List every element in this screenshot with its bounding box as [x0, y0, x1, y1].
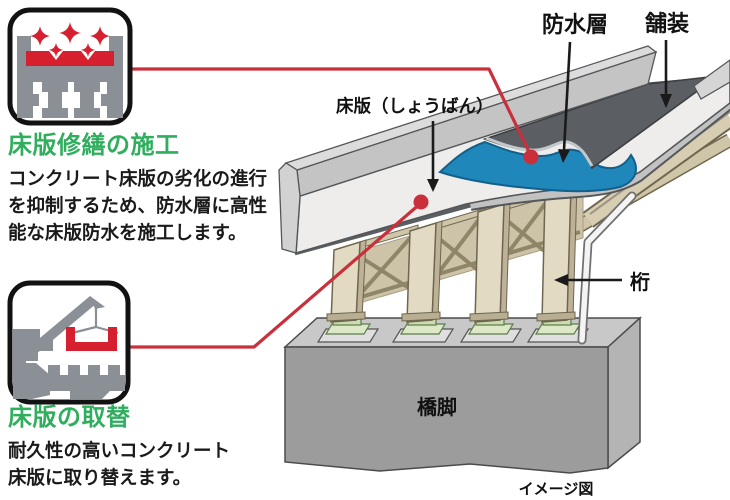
deck-label: 床版（しょうばん）: [336, 96, 494, 117]
replace-line-1: 耐久性の高いコンクリート: [8, 441, 231, 462]
pier: [283, 316, 642, 474]
replace-heading: 床版の取替: [8, 403, 131, 431]
far-girder-bands: [558, 110, 730, 243]
replace-panel: 床版の取替 耐久性の高いコンクリート 床版に取り替えます。: [8, 403, 308, 492]
repair-panel: 床版修繕の施工 コンクリート床版の劣化の進行 を抑制するため、防水層に高性 能な…: [8, 131, 308, 247]
pavement-edge: [485, 136, 594, 167]
crane-deck-replacement-icon: [7, 280, 131, 405]
red-connectors: [128, 67, 539, 349]
repair-line-1: コンクリート床版の劣化の進行: [8, 169, 268, 190]
waterproof-arrow: [562, 41, 572, 151]
pier-label: 橋脚: [417, 395, 457, 419]
image-caption: イメージ図: [519, 480, 594, 498]
right-parapet: [693, 59, 730, 100]
cross-bracing: [341, 184, 584, 309]
replace-connector-line: [128, 201, 423, 349]
replace-line-2: 床版に取り替えます。: [8, 468, 192, 489]
drain-pipe: [577, 191, 637, 345]
repair-line-3: 能な床版防水を施工します。: [8, 223, 247, 244]
repair-line-2: を抑制するため、防水層に高性: [8, 196, 268, 217]
repair-description: コンクリート床版の劣化の進行 を抑制するため、防水層に高性 能な床版防水を施工し…: [8, 166, 308, 247]
sparkle-icons: [30, 22, 110, 57]
girder-web: [401, 207, 487, 323]
girder-label: 桁: [630, 270, 650, 294]
repaired-deck-sparkle-icon: [7, 7, 133, 126]
label-arrows: [427, 40, 672, 286]
waterproof-layer: [438, 140, 637, 193]
replace-description: 耐久性の高いコンクリート 床版に取り替えます。: [8, 438, 308, 492]
pavement-label: 舗装: [644, 11, 689, 37]
repair-connector-line: [130, 67, 533, 157]
repair-heading: 床版修繕の施工: [8, 131, 180, 159]
repair-connector-dot: [523, 149, 539, 165]
bearing: [316, 314, 380, 343]
replace-connector-dot: [413, 194, 429, 210]
lifted-deck-section: [66, 327, 117, 351]
diagram-labels: 床版（しょうばん） 防水層 舗装 桁 橋脚 イメージ図: [336, 11, 689, 498]
waterproof-label: 防水層: [542, 13, 608, 38]
